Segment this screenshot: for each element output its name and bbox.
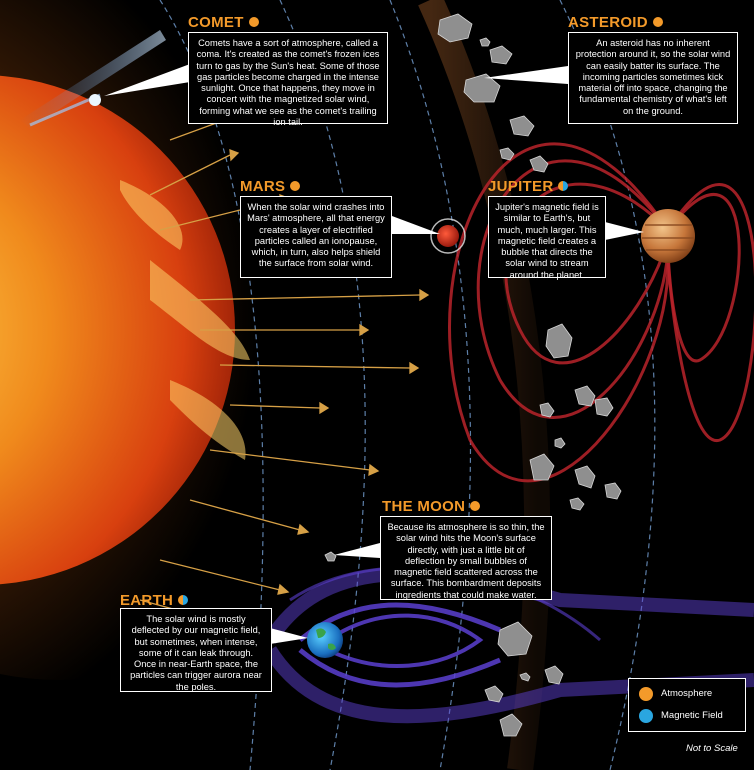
- jupiter-callout: Jupiter's magnetic field is similar to E…: [488, 196, 606, 280]
- comet-description: Comets have a sort of atmosphere, called…: [196, 38, 380, 128]
- jupiter-title: JUPITER: [488, 178, 569, 195]
- asteroid-title: ASTEROID: [568, 14, 663, 31]
- comet-title-text: COMET: [188, 14, 244, 31]
- legend: Atmosphere Magnetic Field: [628, 678, 746, 732]
- earth-land: [316, 628, 336, 650]
- moon-pointer: [334, 543, 380, 558]
- atmosphere-badge: [652, 16, 663, 27]
- magnetic-field-dot-icon: [639, 709, 653, 723]
- mars-title: MARS: [240, 178, 301, 195]
- jupiter-pointer: [605, 222, 644, 240]
- moon-title: THE MOON: [382, 498, 481, 515]
- atmosphere-badge: [290, 180, 301, 191]
- asteroid-pointer: [484, 66, 568, 84]
- both-badge: [178, 594, 189, 605]
- jupiter-description: Jupiter's magnetic field is similar to E…: [495, 202, 599, 280]
- sun-flares: [120, 180, 250, 460]
- scale-note: Not to Scale: [686, 743, 738, 754]
- comet-title: COMET: [188, 14, 259, 31]
- mars-ionopause: [430, 218, 466, 254]
- comet-callout: Comets have a sort of atmosphere, called…: [188, 32, 388, 128]
- moon-title-text: THE MOON: [382, 498, 466, 515]
- earth-description: The solar wind is mostly deflected by ou…: [130, 614, 262, 692]
- legend-atmosphere-label: Atmosphere: [661, 688, 713, 699]
- both-badge: [558, 180, 569, 191]
- asteroid-description: An asteroid has no inherent protection a…: [575, 38, 731, 116]
- earth-title: EARTH: [120, 592, 189, 609]
- earth-pointer: [270, 628, 308, 644]
- moon-description: Because its atmosphere is so thin, the s…: [387, 522, 545, 600]
- jupiter-bands: [642, 224, 694, 251]
- jupiter-magnetic-field: [448, 142, 754, 483]
- mars-description: When the solar wind crashes into Mars' a…: [247, 202, 385, 269]
- earth-title-text: EARTH: [120, 592, 174, 609]
- atmosphere-badge: [470, 500, 481, 511]
- asteroid-field: [324, 13, 622, 737]
- mars-pointer: [392, 216, 440, 234]
- jupiter-title-text: JUPITER: [488, 178, 554, 195]
- asteroid-title-text: ASTEROID: [568, 14, 648, 31]
- asteroid-callout: An asteroid has no inherent protection a…: [568, 32, 738, 124]
- mars-icon: [437, 225, 459, 247]
- earth-callout: The solar wind is mostly deflected by ou…: [120, 608, 272, 692]
- earth-icon: [307, 622, 343, 658]
- comet-icon: [20, 30, 166, 128]
- atmosphere-dot-icon: [639, 687, 653, 701]
- comet-pointer: [104, 64, 190, 96]
- sun: [0, 75, 235, 585]
- mars-callout: When the solar wind crashes into Mars' a…: [240, 196, 392, 278]
- legend-magnetic-field-label: Magnetic Field: [661, 710, 723, 721]
- atmosphere-badge: [248, 16, 259, 27]
- moon-callout: Because its atmosphere is so thin, the s…: [380, 516, 552, 600]
- mars-title-text: MARS: [240, 178, 286, 195]
- jupiter-icon: [641, 209, 695, 263]
